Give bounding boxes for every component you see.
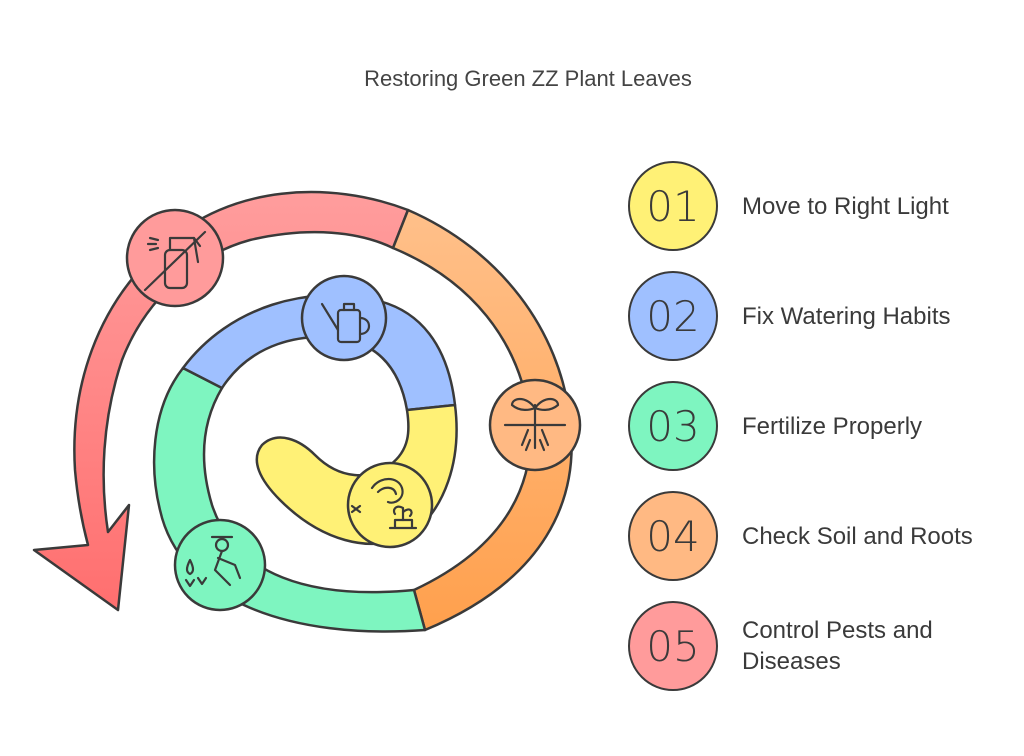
- step-05: 05 Control Pests and Diseases: [628, 598, 1018, 694]
- bubble-03: [173, 518, 267, 612]
- sun-plant-icon: [350, 477, 418, 530]
- step-01: 01 Move to Right Light: [628, 158, 1018, 254]
- bubble-01: [346, 461, 434, 549]
- step-02-label: Fix Watering Habits: [742, 302, 951, 330]
- step-03-label: Fertilize Properly: [742, 412, 923, 440]
- step-04: 04 Check Soil and Roots: [628, 488, 1018, 584]
- gardener-icon: [184, 535, 242, 588]
- step-05-number-badge: 05: [628, 601, 718, 691]
- roots-icon: [503, 397, 567, 452]
- step-04-label: Check Soil and Roots: [742, 522, 973, 550]
- step-04-number-badge: 04: [628, 491, 718, 581]
- step-03-number-badge: 03: [628, 381, 718, 471]
- segment-02-blue: [181, 294, 457, 412]
- step-02: 02 Fix Watering Habits: [628, 268, 1018, 364]
- step-05-label: Control Pests and Diseases: [742, 617, 933, 675]
- step-01-number-badge: 01: [628, 161, 718, 251]
- spiral-diagram: [32, 190, 582, 633]
- step-01-label: Move to Right Light: [742, 192, 949, 220]
- bubble-05: [125, 208, 225, 308]
- diagram-title: Restoring Green ZZ Plant Leaves: [364, 66, 692, 91]
- no-spray-icon: [143, 230, 207, 292]
- watering-can-icon: [320, 302, 371, 344]
- step-02-number-badge: 02: [628, 271, 718, 361]
- step-03: 03 Fertilize Properly: [628, 378, 1018, 474]
- bubble-02: [300, 274, 388, 362]
